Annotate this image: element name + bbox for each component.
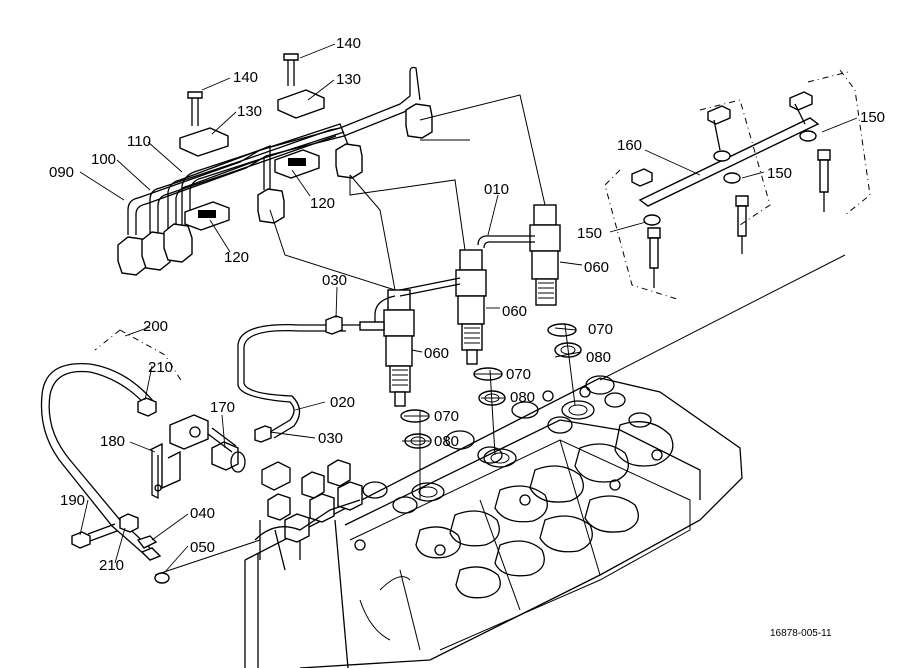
overflow-pipes <box>237 235 535 443</box>
callout-030-a: 030 <box>322 272 347 289</box>
callout-070-a: 070 <box>434 408 459 425</box>
callout-120-a: 120 <box>224 249 249 266</box>
callout-150-b: 150 <box>767 165 792 182</box>
callout-080-c: 080 <box>586 349 611 366</box>
callout-050: 050 <box>190 539 215 556</box>
callout-200: 200 <box>143 318 168 335</box>
assembly-lines <box>94 94 846 576</box>
callout-070-b: 070 <box>506 366 531 383</box>
pipe-clamps <box>179 53 325 231</box>
callout-150-c: 150 <box>860 109 885 126</box>
callout-170: 170 <box>210 399 235 416</box>
callout-labels: 140 140 130 130 110 100 090 120 120 010 … <box>49 35 885 574</box>
callout-130-a: 130 <box>237 103 262 120</box>
callout-140-a: 140 <box>233 69 258 86</box>
callout-120-b: 120 <box>310 195 335 212</box>
callout-100: 100 <box>91 151 116 168</box>
callout-070-c: 070 <box>588 321 613 338</box>
callout-040: 040 <box>190 505 215 522</box>
callout-080-b: 080 <box>510 389 535 406</box>
drawing-code: 16878-005-11 <box>770 628 832 639</box>
injection-pipes <box>117 66 433 276</box>
callout-110: 110 <box>127 133 151 150</box>
callout-060-c: 060 <box>584 259 609 276</box>
callout-160: 160 <box>617 137 642 154</box>
nozzle-holders <box>383 204 582 449</box>
callout-030-b: 030 <box>318 430 343 447</box>
callout-150-a: 150 <box>577 225 602 242</box>
callout-090: 090 <box>49 164 74 181</box>
callout-020: 020 <box>330 394 355 411</box>
callout-210-a: 210 <box>148 359 173 376</box>
callout-010: 010 <box>484 181 509 198</box>
glow-plug-assembly <box>604 69 871 301</box>
callout-060-a: 060 <box>424 345 449 362</box>
callout-080-a: 080 <box>434 433 459 450</box>
callout-190: 190 <box>60 492 85 509</box>
return-hose-assembly <box>40 362 246 584</box>
injection-pump-outlets <box>254 459 363 571</box>
callout-210-b: 210 <box>99 557 124 574</box>
leader-lines <box>79 43 858 573</box>
callout-180: 180 <box>100 433 125 450</box>
callout-060-b: 060 <box>502 303 527 320</box>
callout-140-b: 140 <box>336 35 361 52</box>
cylinder-head <box>244 375 743 668</box>
callout-130-b: 130 <box>336 71 361 88</box>
